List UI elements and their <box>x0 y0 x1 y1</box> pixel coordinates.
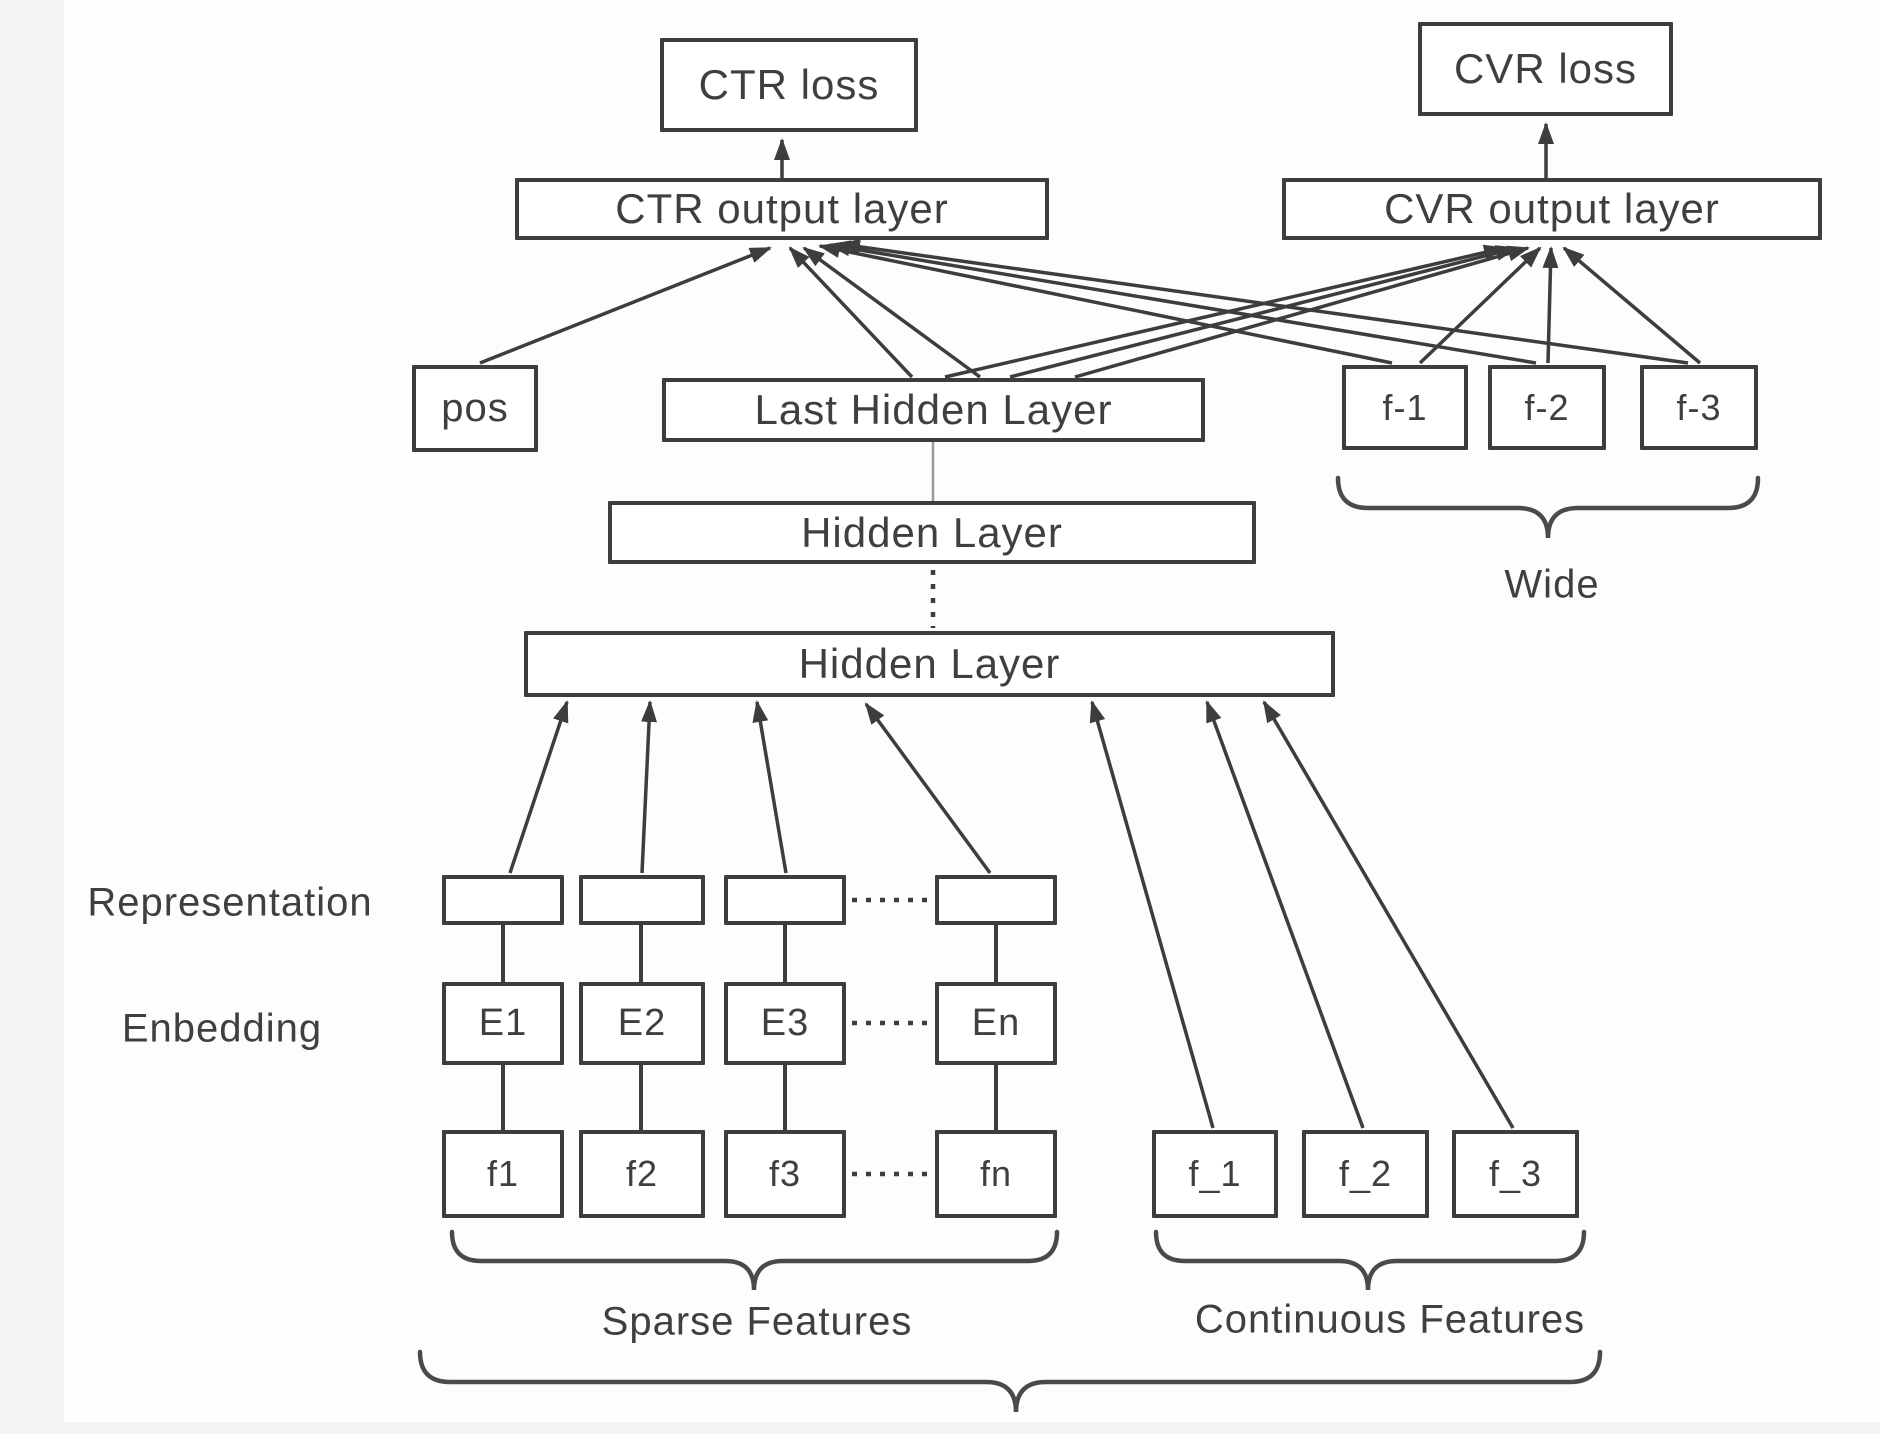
node-label-cvr-loss: CVR loss <box>1453 45 1638 92</box>
label-sparse-features: Sparse Features <box>601 1299 913 1344</box>
arrow-wide-f2-to-cvr-output-layer <box>1542 246 1559 364</box>
arrow-rep-2-to-hidden-layer-lower <box>640 700 658 874</box>
continuous-brace <box>1153 1229 1587 1291</box>
arrow-pos-to-ctr-output-layer <box>479 246 772 365</box>
node-cvr-output-layer: CVR output layer <box>1282 178 1822 240</box>
node-label-sparse-fn: fn <box>979 1153 1013 1194</box>
node-cont-f2: f_2 <box>1302 1130 1429 1218</box>
label-enbedding: Enbedding <box>121 1006 323 1051</box>
sparse-brace <box>449 1229 1060 1291</box>
node-label-wide-f1: f-1 <box>1382 386 1428 428</box>
node-cont-f3: f_3 <box>1452 1130 1579 1218</box>
node-wide-f3: f-3 <box>1640 365 1758 450</box>
arrow-last-hidden-layer-to-cvr-output-layer <box>1074 245 1530 379</box>
label-representation: Representation <box>87 880 373 925</box>
arrow-wide-f1-to-ctr-output-layer <box>818 242 1393 365</box>
node-label-cont-f2: f_2 <box>1338 1153 1393 1194</box>
node-sparse-f2: f2 <box>579 1130 705 1218</box>
node-label-hidden-layer-lower: Hidden Layer <box>798 640 1061 687</box>
node-wide-f2: f-2 <box>1488 365 1606 450</box>
node-label-cont-f3: f_3 <box>1488 1153 1543 1194</box>
node-sparse-f1: f1 <box>442 1130 564 1218</box>
arrow-last-hidden-layer-to-ctr-output-layer <box>788 246 914 379</box>
arrow-wide-f2-to-ctr-output-layer <box>828 240 1537 365</box>
node-hidden-layer-lower: Hidden Layer <box>524 631 1335 697</box>
node-label-cont-f1: f_1 <box>1188 1153 1242 1194</box>
node-label-wide-f2: f-2 <box>1524 386 1570 428</box>
bottom-brace <box>417 1349 1603 1413</box>
node-label-ctr-loss: CTR loss <box>698 61 880 108</box>
node-embed-e1: E1 <box>442 982 564 1065</box>
node-rep-n <box>935 875 1057 925</box>
node-ctr-output-layer: CTR output layer <box>515 178 1049 240</box>
node-label-embed-e3: E3 <box>760 1002 810 1044</box>
node-last-hidden-layer: Last Hidden Layer <box>662 378 1205 442</box>
arrow-cont-f3-to-hidden-layer-lower <box>1262 700 1515 1129</box>
left-gray-strip <box>0 0 64 1434</box>
arrow-rep-n-to-hidden-layer-lower <box>864 702 992 875</box>
node-label-sparse-f3: f3 <box>768 1153 802 1194</box>
wide-brace <box>1335 475 1761 539</box>
node-label-sparse-f2: f2 <box>625 1153 659 1194</box>
arrow-cont-f2-to-hidden-layer-lower <box>1205 700 1365 1129</box>
node-rep-2 <box>579 875 705 925</box>
node-ctr-loss: CTR loss <box>660 38 918 132</box>
node-pos: pos <box>412 365 538 452</box>
node-embed-e2: E2 <box>579 982 705 1065</box>
arrow-last-hidden-layer-to-cvr-output-layer <box>944 244 1506 379</box>
arrow-rep-1-to-hidden-layer-lower <box>508 700 569 874</box>
arrow-cont-f1-to-hidden-layer-lower <box>1089 700 1215 1129</box>
label-wide: Wide <box>1504 562 1600 607</box>
node-label-last-hidden-layer: Last Hidden Layer <box>754 386 1113 433</box>
node-label-sparse-f1: f1 <box>486 1153 520 1194</box>
node-sparse-fn: fn <box>935 1130 1057 1218</box>
node-label-pos: pos <box>441 386 509 430</box>
arrow-last-hidden-layer-to-cvr-output-layer <box>1009 245 1518 379</box>
node-wide-f1: f-1 <box>1342 365 1468 450</box>
node-label-wide-f3: f-3 <box>1676 386 1722 428</box>
arrow-wide-f3-to-cvr-output-layer <box>1562 246 1702 365</box>
node-label-cvr-output-layer: CVR output layer <box>1384 185 1720 232</box>
arrow-wide-f1-to-cvr-output-layer <box>1418 246 1542 365</box>
label-continuous-features: Continuous Features <box>1194 1297 1586 1342</box>
node-rep-1 <box>442 875 564 925</box>
node-label-hidden-layer-upper: Hidden Layer <box>801 508 1063 556</box>
node-cvr-loss: CVR loss <box>1418 22 1673 116</box>
node-embed-en: En <box>935 982 1057 1065</box>
node-hidden-layer-upper: Hidden Layer <box>608 501 1256 564</box>
node-label-ctr-output-layer: CTR output layer <box>615 185 949 232</box>
node-embed-e3: E3 <box>724 982 846 1065</box>
node-label-embed-e1: E1 <box>478 1002 528 1044</box>
node-cont-f1: f_1 <box>1152 1130 1278 1218</box>
node-rep-3 <box>724 875 846 925</box>
bottom-gray-strip <box>0 1422 1880 1434</box>
node-label-embed-en: En <box>971 1002 1021 1044</box>
node-sparse-f3: f3 <box>724 1130 846 1218</box>
arrow-last-hidden-layer-to-ctr-output-layer <box>802 246 982 379</box>
arrow-rep-3-to-hidden-layer-lower <box>752 700 788 874</box>
node-label-embed-e2: E2 <box>617 1002 667 1044</box>
